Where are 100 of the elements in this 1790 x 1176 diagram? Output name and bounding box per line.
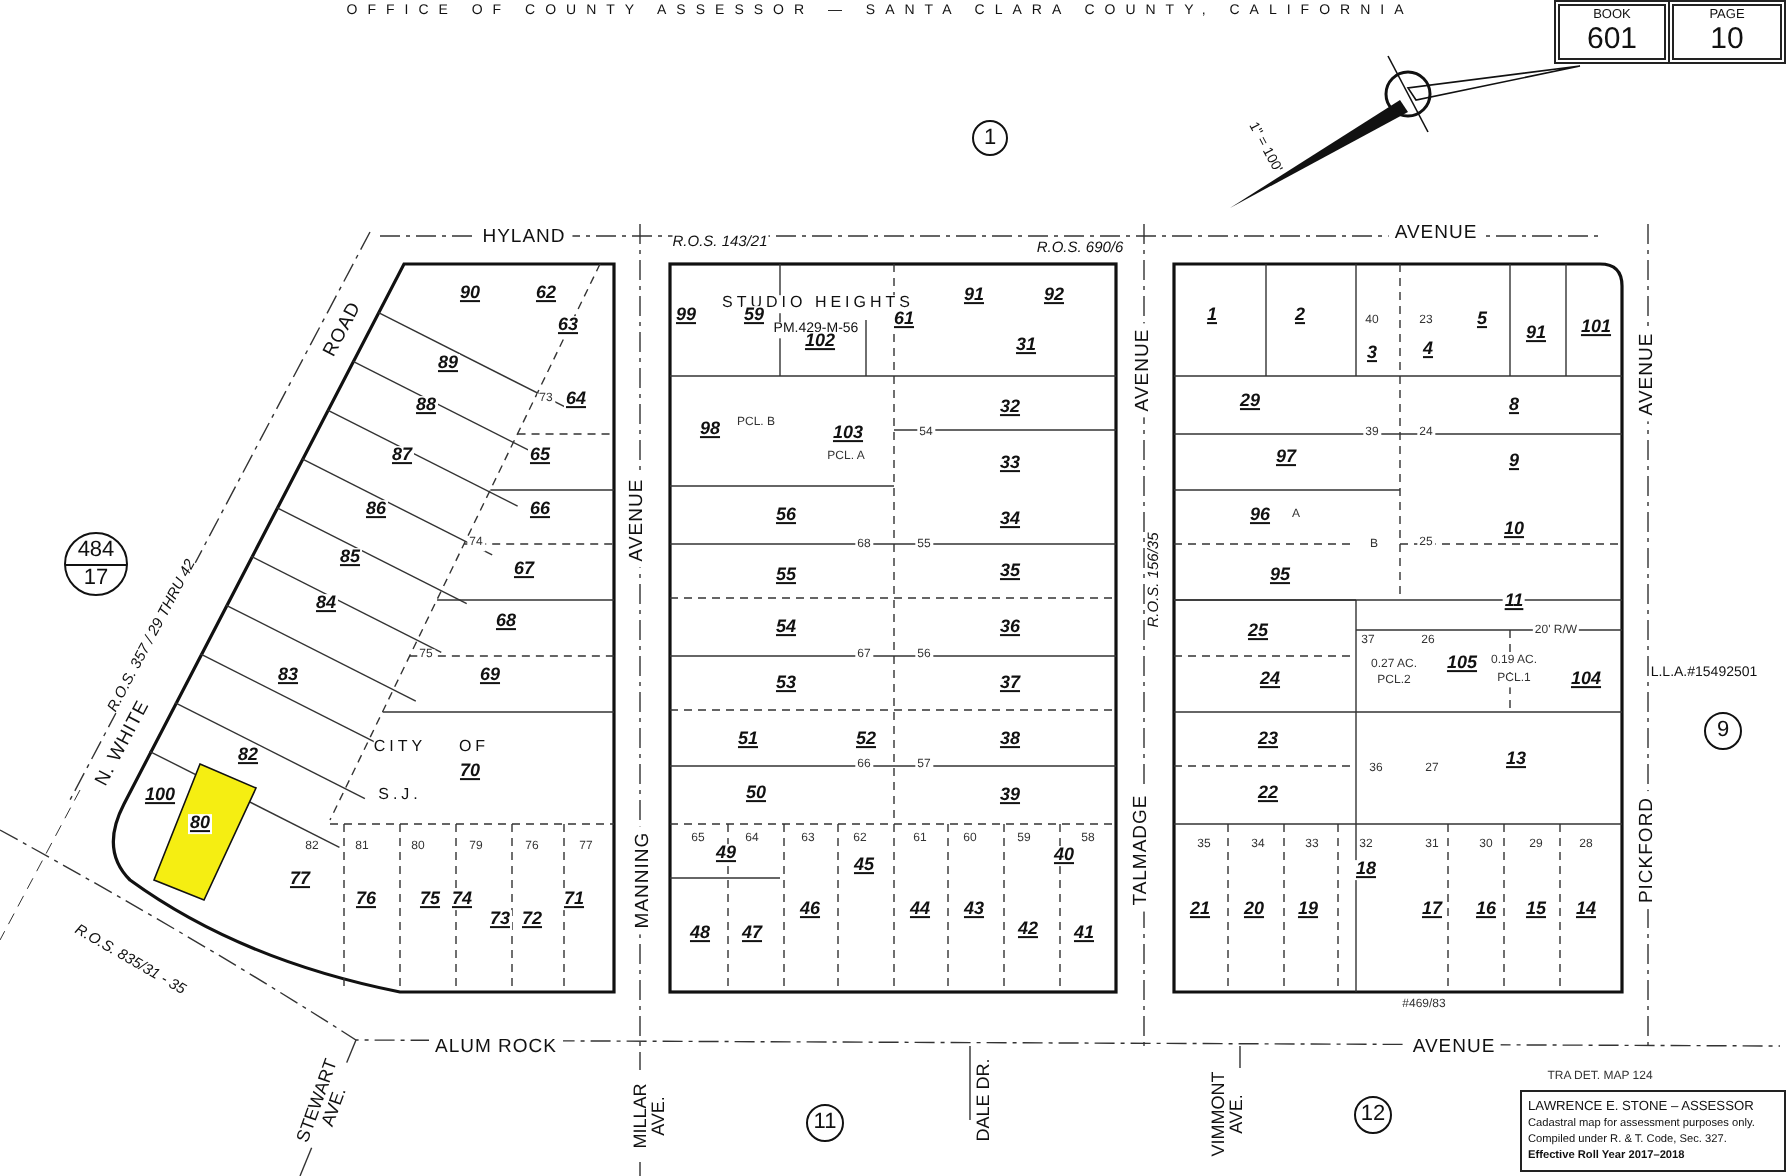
parcel-number: 64 (564, 390, 588, 410)
parcel-number: 62 (534, 284, 558, 304)
parcel-number: 77 (288, 870, 312, 890)
parcel-number: 53 (774, 674, 798, 694)
street-name: PICKFORD (1637, 790, 1659, 910)
parcel-number: 76 (354, 890, 378, 910)
parcel-number: 41 (1072, 924, 1096, 944)
parcel-number: 39 (998, 786, 1022, 806)
parcel-number: 86 (364, 500, 388, 520)
book-page-number: 601 (1586, 23, 1638, 54)
block-number-circle (1354, 1096, 1392, 1134)
block-number: 1 (983, 127, 997, 149)
parcel-number: 23 (1256, 730, 1280, 750)
parcel-number: 11 (1502, 592, 1526, 612)
block-number-circle (972, 120, 1008, 156)
book-page-number: 10 (1710, 23, 1744, 54)
parcel-number: 52 (854, 730, 878, 750)
parcel-number: 69 (478, 666, 502, 686)
parcel-number: 91 (1524, 324, 1548, 344)
parcel-number: 38 (998, 730, 1022, 750)
parcel-number: 40 (1052, 846, 1076, 866)
parcel-number: 50 (744, 784, 768, 804)
street-name: AVENUE (1133, 322, 1155, 418)
parcel-number: 92 (1042, 286, 1066, 306)
map-reference-number: 484 (66, 537, 126, 565)
parcel-number: 70 (458, 762, 482, 782)
parcel-number: 37 (998, 674, 1022, 694)
parcel-number: 82 (236, 746, 260, 766)
parcel-number: 19 (1296, 900, 1320, 920)
parcel-number: 96 (1248, 506, 1272, 526)
parcel-number: 13 (1504, 750, 1528, 770)
parcel-number: 36 (998, 618, 1022, 638)
parcel-number: 32 (998, 398, 1022, 418)
street-name: TALMADGE (1131, 788, 1153, 912)
parcel-number: 46 (798, 900, 822, 920)
book-page-box (1672, 4, 1782, 60)
parcel-number: 100 (142, 786, 178, 806)
parcel-number: 4 (1421, 340, 1435, 360)
map-reference-number: 17 (83, 565, 109, 591)
parcel-number: 5 (1475, 310, 1489, 330)
parcel-number: 65 (528, 446, 552, 466)
parcel-number: 95 (1268, 566, 1292, 586)
parcel-number: 91 (962, 286, 986, 306)
street-name: ALUM ROCK (429, 1037, 563, 1059)
parcel-number: 21 (1188, 900, 1212, 920)
parcel-number: 105 (1444, 654, 1480, 674)
parcel-number: 33 (998, 454, 1022, 474)
parcel-number: 84 (314, 594, 338, 614)
parcel-number: 74 (450, 890, 474, 910)
parcel-number: 87 (390, 446, 414, 466)
parcel-number: 42 (1016, 920, 1040, 940)
parcel-number: 80 (188, 814, 212, 834)
parcel-number: 89 (436, 354, 460, 374)
street-name: MILLAR AVE. (632, 1070, 668, 1162)
parcel-number: 15 (1524, 900, 1548, 920)
block-number: 9 (1716, 720, 1730, 742)
parcel-number: 97 (1274, 448, 1298, 468)
parcel-number: 48 (688, 924, 712, 944)
parcel-number: 56 (774, 506, 798, 526)
parcel-number: 35 (998, 562, 1022, 582)
parcel-number: 45 (852, 856, 876, 876)
block-number-circle (1704, 712, 1742, 750)
parcel-number: 98 (698, 420, 722, 440)
parcel-number: 59 (742, 306, 766, 326)
map-note: S.J. (378, 787, 422, 805)
street-name: VIMMONT AVE. (1210, 1068, 1246, 1160)
parcel-number: 43 (962, 900, 986, 920)
block-number: 11 (813, 1112, 837, 1134)
parcel-number: 83 (276, 666, 300, 686)
block-number-circle (806, 1104, 844, 1142)
parcel-number: 10 (1502, 520, 1526, 540)
parcel-number: 90 (458, 284, 482, 304)
parcel-number: 67 (512, 560, 536, 580)
parcel-number: 18 (1354, 860, 1378, 880)
parcel-number: 99 (674, 306, 698, 326)
parcel-number: 1 (1205, 306, 1219, 326)
parcel-number: 9 (1507, 452, 1521, 472)
street-name: AVENUE (1637, 326, 1659, 422)
parcel-number: 22 (1256, 784, 1280, 804)
parcel-number: 51 (736, 730, 760, 750)
parcel-number: 71 (562, 890, 586, 910)
street-name: AVENUE (1406, 1037, 1502, 1059)
parcel-number: 3 (1365, 344, 1379, 364)
parcel-number: 34 (998, 510, 1022, 530)
parcel-number: 16 (1474, 900, 1498, 920)
parcel-number: 102 (802, 332, 838, 352)
parcel-number: 63 (556, 316, 580, 336)
parcel-number: 24 (1258, 670, 1282, 690)
book-page-box (1558, 4, 1666, 60)
parcel-number: 17 (1420, 900, 1444, 920)
parcel-number: 104 (1568, 670, 1604, 690)
parcel-number: 61 (892, 310, 916, 330)
street-name: AVENUE (1388, 223, 1484, 245)
parcel-number: 47 (740, 924, 764, 944)
map-reference-circle (64, 532, 128, 596)
parcel-number: 72 (520, 910, 544, 930)
parcel-number: 101 (1578, 318, 1614, 338)
assessor-note-box (1520, 1090, 1786, 1172)
parcel-number: 54 (774, 618, 798, 638)
parcel-number: 68 (494, 612, 518, 632)
